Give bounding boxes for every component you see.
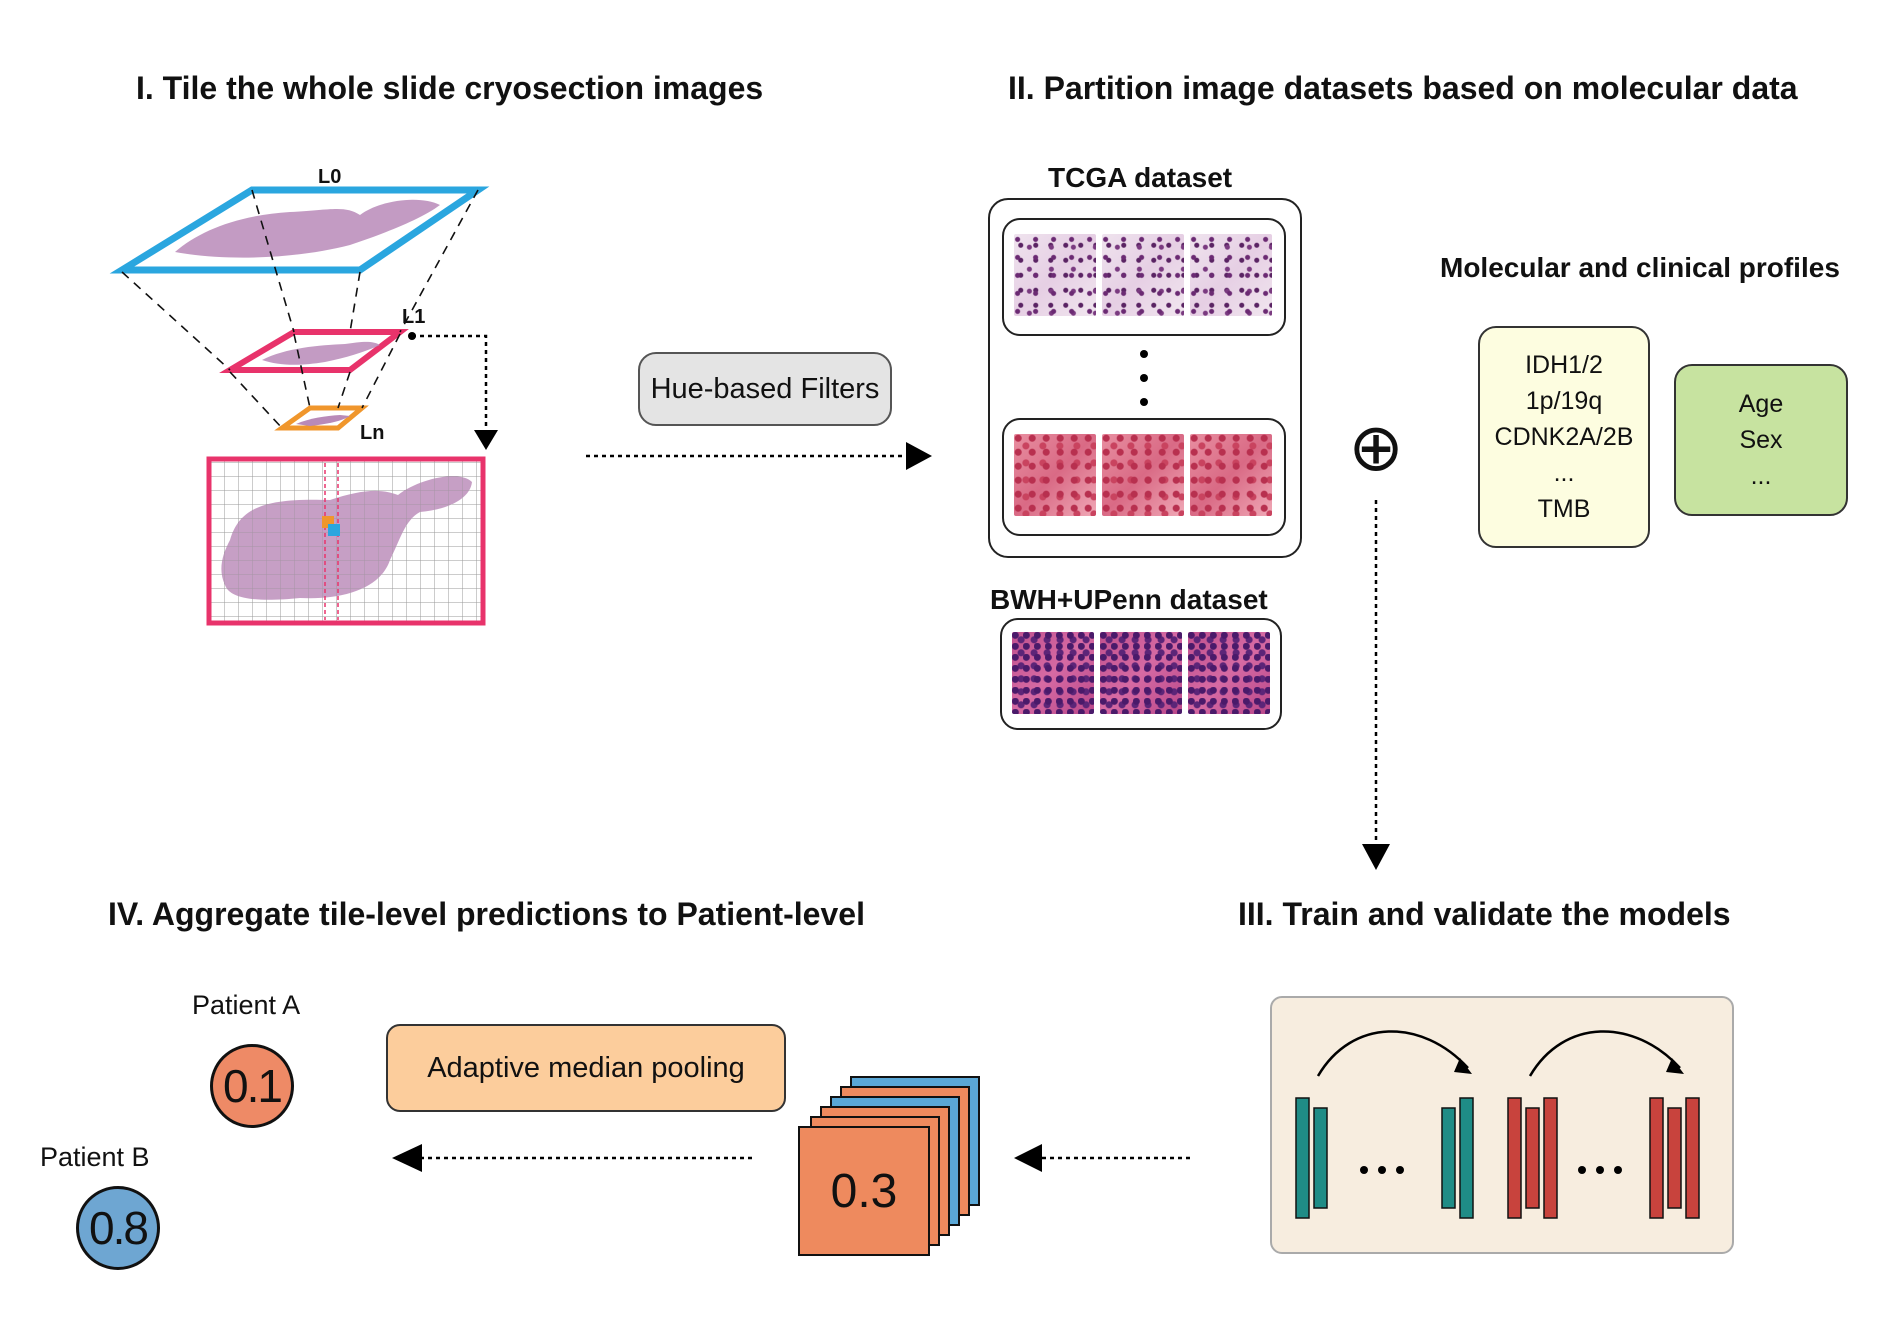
level-ln-slide [274, 405, 369, 431]
patient-b-score-value: 0.8 [89, 1202, 149, 1254]
model-architecture-diagram [1295, 1030, 1700, 1219]
hue-filter-label: Hue-based Filters [650, 372, 880, 405]
section-4-title: IV. Aggregate tile-level predictions to … [108, 896, 865, 932]
profiles-title: Molecular and clinical profiles [1440, 252, 1840, 283]
l1-to-grid-arrow [408, 332, 498, 450]
arrow-models-to-tiles [1014, 1144, 1190, 1172]
tcga-tile-row-bottom [1002, 418, 1286, 536]
molecular-profile-box: IDH1/2 1p/19q CDNK2A/2B ... TMB [1478, 326, 1650, 548]
bwh-tile-image [1100, 632, 1182, 714]
level-l1-slide [219, 329, 409, 373]
tcga-tile-image [1102, 434, 1184, 516]
clinical-profile-box: Age Sex ... [1674, 364, 1848, 516]
tcga-tile-image [1014, 234, 1096, 316]
ellipsis-dot [1140, 350, 1148, 358]
tcga-tile-image [1190, 434, 1272, 516]
profile-item: Age [1738, 390, 1784, 418]
tiled-slide-grid [206, 456, 486, 626]
arrow-to-datasets [586, 442, 932, 470]
patient-a-score: 0.1 [210, 1044, 294, 1128]
tcga-dataset-title: TCGA dataset [1048, 162, 1233, 193]
bwh-dataset-panel [1000, 618, 1282, 730]
patient-b-score: 0.8 [76, 1186, 160, 1270]
model-panel [1270, 996, 1734, 1254]
profile-item: ... [1553, 459, 1575, 487]
patient-a-label: Patient A [192, 990, 301, 1020]
profile-item: IDH1/2 [1525, 351, 1603, 379]
profile-item: ... [1750, 462, 1772, 490]
tcga-tile-row-top [1002, 218, 1286, 336]
tile-score-value: 0.3 [830, 1164, 898, 1218]
arrow-tiles-to-patients [392, 1144, 752, 1172]
tcga-tile-image [1102, 234, 1184, 316]
pooling-label: Adaptive median pooling [427, 1051, 745, 1084]
bwh-tile-image [1188, 632, 1270, 714]
level-l0-slide [109, 186, 490, 274]
section-3-title: III. Train and validate the models [1238, 896, 1731, 932]
ellipsis-dot [1140, 374, 1148, 382]
section-1-title: I. Tile the whole slide cryosection imag… [136, 70, 764, 106]
patient-b-label: Patient B [40, 1142, 150, 1172]
level-label-ln: Ln [360, 422, 385, 444]
ellipsis-dot [1140, 398, 1148, 406]
bwh-tile-image [1012, 632, 1094, 714]
plus-icon: ⊕ [1348, 410, 1404, 484]
tcga-dataset-panel [988, 198, 1302, 558]
profile-item: Sex [1739, 426, 1783, 454]
projection-lines [121, 189, 479, 429]
tcga-tile-image [1014, 434, 1096, 516]
tile-score-card: 0.3 [798, 1126, 930, 1256]
profile-item: CDNK2A/2B [1494, 423, 1634, 451]
level-label-l0: L0 [318, 166, 342, 188]
pooling-box: Adaptive median pooling [386, 1024, 786, 1112]
profile-item: TMB [1537, 495, 1591, 523]
hue-filter-box: Hue-based Filters [638, 352, 892, 426]
level-label-l1: L1 [402, 306, 426, 328]
section-2-title: II. Partition image datasets based on mo… [1008, 70, 1798, 106]
tcga-tile-image [1190, 234, 1272, 316]
profile-item: 1p/19q [1525, 387, 1603, 415]
arrow-to-models [1362, 500, 1390, 870]
bwh-dataset-title: BWH+UPenn dataset [990, 584, 1268, 615]
patient-a-score-value: 0.1 [223, 1060, 283, 1112]
